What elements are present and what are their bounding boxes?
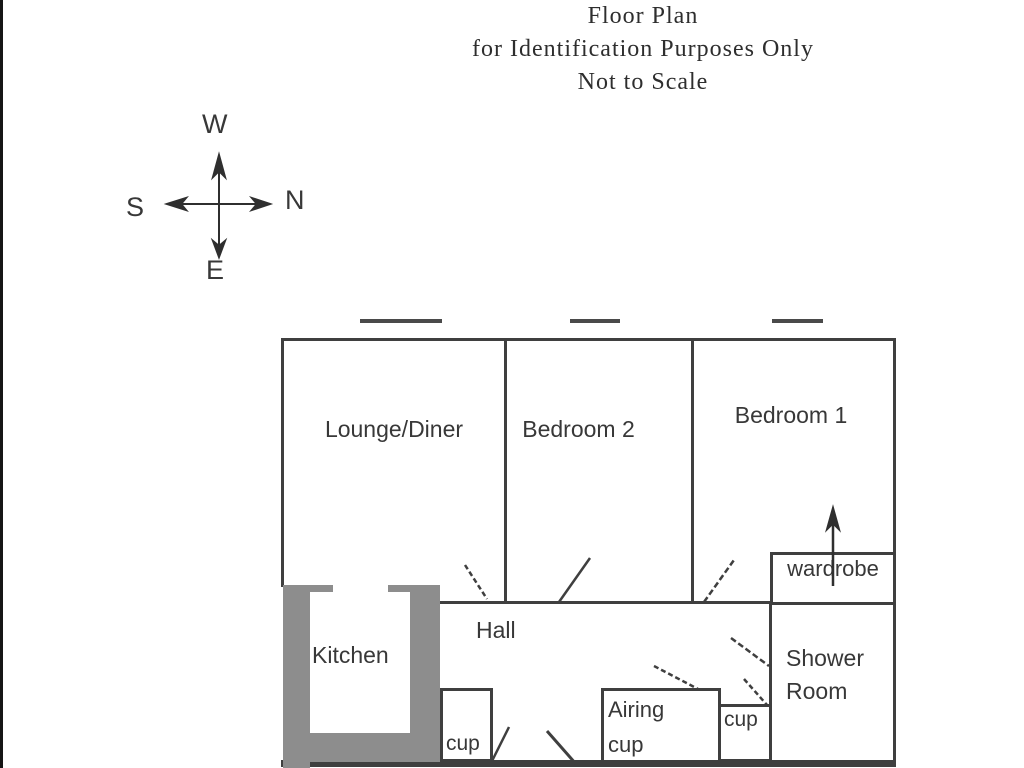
room-label-shower: Shower Room bbox=[786, 642, 864, 708]
compass-up-arrowhead bbox=[211, 151, 227, 181]
window-bedroom1 bbox=[772, 319, 823, 323]
room-label-bedroom2: Bedroom 2 bbox=[522, 416, 635, 442]
airing-cupboard-door-swing bbox=[653, 664, 699, 691]
window-lounge bbox=[360, 319, 442, 323]
compass-left-arrowhead bbox=[163, 196, 189, 212]
wall-top bbox=[281, 338, 896, 341]
shower-door-swing bbox=[730, 636, 770, 668]
title-line-2: for Identification Purposes Only bbox=[472, 36, 814, 62]
bedroom1-door-swing bbox=[702, 559, 736, 603]
lounge-door-swing bbox=[463, 564, 489, 600]
compass-label-south: S bbox=[126, 192, 145, 222]
wall-left bbox=[281, 338, 284, 587]
hall-cupboard-door-swing bbox=[490, 726, 511, 762]
wardrobe-arrow-head bbox=[825, 504, 841, 533]
title-block: Floor Plan for Identification Purposes O… bbox=[358, 0, 928, 99]
wall-bedroom2-bedroom1 bbox=[691, 338, 694, 604]
compass-label-east: E bbox=[206, 255, 225, 285]
kitchen-wall-right bbox=[410, 585, 440, 735]
compass-right-arrowhead bbox=[248, 195, 274, 213]
kitchen-wall-bottom bbox=[283, 733, 440, 762]
wall-bottom bbox=[281, 760, 896, 767]
compass-down-arrowhead bbox=[210, 237, 228, 260]
wardrobe-direction-arrow-icon bbox=[825, 504, 841, 586]
room-label-shower-line1: Shower bbox=[786, 645, 864, 671]
room-label-bedroom1: Bedroom 1 bbox=[734, 402, 848, 428]
kitchen-wall-top-right-lip bbox=[388, 585, 440, 592]
compass-rose-icon bbox=[163, 151, 274, 260]
hall-cupboard-box: cup bbox=[440, 688, 493, 762]
room-label-kitchen: Kitchen bbox=[312, 642, 389, 668]
window-bedroom2 bbox=[570, 319, 620, 323]
airing-cupboard-label-line1: Airing bbox=[608, 697, 665, 722]
compass-label-west: W bbox=[202, 109, 228, 139]
title-line-1: Floor Plan bbox=[587, 3, 699, 29]
small-cupboard-door-swing bbox=[743, 678, 768, 706]
wall-hall-top bbox=[440, 601, 896, 604]
scan-edge-artifact bbox=[0, 0, 3, 768]
airing-cupboard-label: Airing cup bbox=[608, 692, 664, 762]
airing-cupboard-box: Airing cup bbox=[601, 688, 721, 763]
wall-lounge-bedroom2 bbox=[504, 338, 507, 604]
entrance-door-swing bbox=[545, 730, 578, 765]
room-label-lounge: Lounge/Diner bbox=[324, 416, 464, 442]
small-cupboard-label: cup bbox=[724, 708, 758, 731]
compass-label-north: N bbox=[285, 185, 305, 215]
hall-cupboard-label: cup bbox=[446, 732, 480, 755]
room-label-shower-line2: Room bbox=[786, 678, 848, 704]
wall-shower-left bbox=[769, 601, 772, 763]
bedroom2-door-swing bbox=[557, 557, 592, 603]
kitchen-wall-top-left-lip bbox=[283, 585, 333, 592]
title-line-3: Not to Scale bbox=[577, 69, 709, 95]
airing-cupboard-label-line2: cup bbox=[608, 732, 644, 757]
small-cupboard-box: cup bbox=[718, 704, 772, 762]
room-label-hall: Hall bbox=[476, 617, 516, 643]
